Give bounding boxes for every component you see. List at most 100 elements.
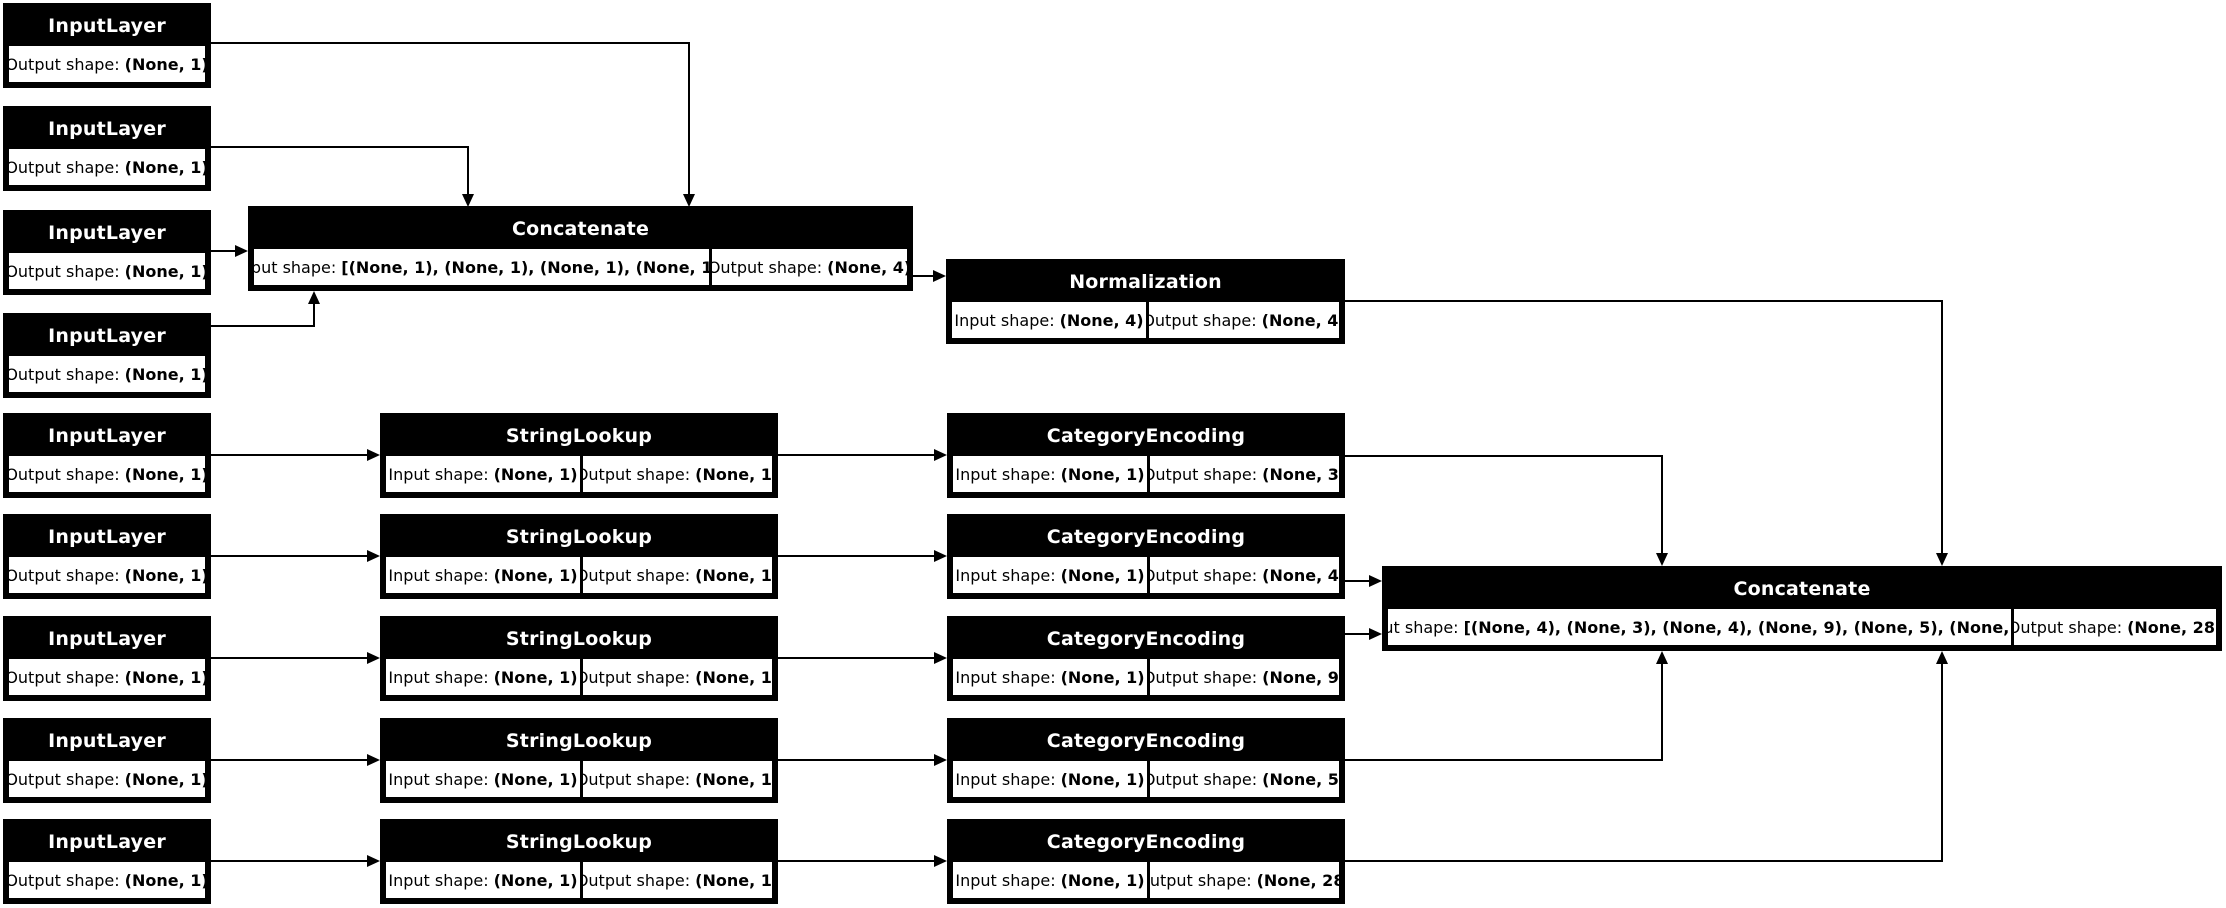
node-title: InputLayer bbox=[48, 425, 166, 447]
shape-value: (None, 1) bbox=[493, 769, 578, 789]
edge-input2-concat1 bbox=[211, 146, 469, 148]
shape-value: [(None, 4), (None, 3), (None, 4), (None,… bbox=[1463, 617, 2011, 637]
arrowhead-right-icon bbox=[933, 270, 946, 282]
node-title: StringLookup bbox=[505, 526, 653, 548]
shape-label: Input shape: bbox=[954, 310, 1055, 330]
output-shape-cell: Output shape:(None, 3) bbox=[1150, 456, 1339, 492]
output-shape-cell: Output shape:(None, 1) bbox=[9, 456, 205, 492]
output-shape-cell: Output shape:(None, 1) bbox=[9, 659, 205, 695]
output-shape-cell: Output shape:(None, 1) bbox=[583, 659, 772, 695]
node-title: InputLayer bbox=[48, 831, 166, 853]
edge-input3-concat1 bbox=[211, 250, 236, 252]
shape-value: (None, 9) bbox=[1262, 667, 1339, 687]
shape-value: (None, 1) bbox=[124, 769, 205, 789]
edge-input2-concat1 bbox=[467, 147, 469, 194]
node-title: StringLookup bbox=[505, 628, 653, 650]
input-shape-cell: Input shape:(None, 1) bbox=[953, 761, 1147, 797]
node-category-encoding-1: CategoryEncoding Input shape:(None, 1) O… bbox=[947, 413, 1345, 498]
shape-label: Input shape: bbox=[388, 565, 489, 585]
arrowhead-down-icon bbox=[1936, 553, 1948, 566]
arrowhead-up-icon bbox=[308, 291, 320, 304]
input-shape-cell: Input shape:(None, 1) bbox=[953, 862, 1147, 898]
output-shape-cell: Output shape:(None, 1) bbox=[9, 557, 205, 593]
output-shape-cell: Output shape:(None, 4) bbox=[712, 249, 907, 285]
shape-value: (None, 4) bbox=[827, 257, 907, 277]
shape-value: (None, 1) bbox=[1060, 565, 1145, 585]
edge-input1-concat1 bbox=[688, 43, 690, 194]
shape-value: (None, 1) bbox=[1060, 769, 1145, 789]
node-category-encoding-3: CategoryEncoding Input shape:(None, 1) O… bbox=[947, 616, 1345, 701]
shape-label: Input shape: bbox=[388, 667, 489, 687]
shape-value: (None, 1) bbox=[695, 870, 772, 890]
output-shape-cell: Output shape:(None, 28) bbox=[1150, 862, 1339, 898]
shape-value: (None, 1) bbox=[493, 870, 578, 890]
node-title: InputLayer bbox=[48, 628, 166, 650]
output-shape-cell: Output shape:(None, 1) bbox=[583, 862, 772, 898]
output-shape-cell: Output shape:(None, 1) bbox=[583, 557, 772, 593]
node-title: Concatenate bbox=[511, 218, 650, 240]
arrowhead-right-icon bbox=[367, 449, 380, 461]
arrowhead-right-icon bbox=[1369, 628, 1382, 640]
shape-label: Output shape: bbox=[583, 565, 691, 585]
arrowhead-down-icon bbox=[462, 194, 474, 207]
shape-label: Output shape: bbox=[1150, 870, 1252, 890]
edge-categoryencoding4-concat2 bbox=[1345, 759, 1663, 761]
output-shape-cell: Output shape:(None, 4) bbox=[1150, 557, 1339, 593]
shape-label: Output shape: bbox=[9, 157, 120, 177]
edge-categoryencoding5-concat2 bbox=[1941, 664, 1943, 861]
node-input-layer-6: InputLayer Output shape:(None, 1) bbox=[3, 514, 211, 599]
node-title: CategoryEncoding bbox=[1046, 831, 1246, 853]
shape-label: Output shape: bbox=[1150, 565, 1258, 585]
node-input-layer-2: InputLayer Output shape:(None, 1) bbox=[3, 106, 211, 191]
arrowhead-right-icon bbox=[367, 652, 380, 664]
input-shape-cell: Input shape:(None, 1) bbox=[386, 659, 580, 695]
output-shape-cell: Output shape:(None, 9) bbox=[1150, 659, 1339, 695]
shape-value: (None, 4) bbox=[1261, 310, 1339, 330]
node-title: StringLookup bbox=[505, 425, 653, 447]
shape-label: Output shape: bbox=[583, 667, 691, 687]
shape-value: (None, 1) bbox=[695, 667, 772, 687]
node-title: InputLayer bbox=[48, 526, 166, 548]
shape-value: (None, 1) bbox=[493, 565, 578, 585]
arrowhead-up-icon bbox=[1936, 651, 1948, 664]
output-shape-cell: Output shape:(None, 1) bbox=[9, 862, 205, 898]
arrowhead-right-icon bbox=[1369, 575, 1382, 587]
shape-value: (None, 1) bbox=[124, 667, 205, 687]
shape-label: Output shape: bbox=[712, 257, 823, 277]
arrowhead-right-icon bbox=[934, 550, 947, 562]
shape-label: Input shape: bbox=[955, 464, 1056, 484]
shape-value: (None, 1) bbox=[695, 769, 772, 789]
output-shape-cell: Output shape:(None, 1) bbox=[9, 149, 205, 185]
shape-value: (None, 1) bbox=[124, 870, 205, 890]
shape-value: (None, 28) bbox=[1256, 870, 1339, 890]
shape-label: Input shape: bbox=[388, 769, 489, 789]
output-shape-cell: Output shape:(None, 1) bbox=[583, 761, 772, 797]
node-title: StringLookup bbox=[505, 730, 653, 752]
shape-label: Output shape: bbox=[9, 261, 120, 281]
node-title: Normalization bbox=[1069, 271, 1222, 293]
shape-value: (None, 1) bbox=[695, 464, 772, 484]
edge-input5-stringlookup1 bbox=[211, 454, 368, 456]
shape-label: Output shape: bbox=[9, 667, 120, 687]
input-shape-cell: Input shape:(None, 1) bbox=[953, 659, 1147, 695]
input-shape-cell: Input shape:(None, 1) bbox=[953, 557, 1147, 593]
edge-categoryencoding1-concat2 bbox=[1661, 456, 1663, 553]
node-input-layer-7: InputLayer Output shape:(None, 1) bbox=[3, 616, 211, 701]
shape-label: Output shape: bbox=[583, 769, 691, 789]
shape-label: Input shape: bbox=[388, 464, 489, 484]
node-category-encoding-2: CategoryEncoding Input shape:(None, 1) O… bbox=[947, 514, 1345, 599]
node-input-layer-4: InputLayer Output shape:(None, 1) bbox=[3, 313, 211, 398]
edge-input4-concat1 bbox=[313, 304, 315, 326]
edge-input1-concat1 bbox=[211, 42, 690, 44]
input-shape-cell: Input shape:(None, 1) bbox=[386, 456, 580, 492]
shape-label: Input shape: bbox=[955, 667, 1056, 687]
node-input-layer-5: InputLayer Output shape:(None, 1) bbox=[3, 413, 211, 498]
node-category-encoding-4: CategoryEncoding Input shape:(None, 1) O… bbox=[947, 718, 1345, 803]
input-shape-cell: Input shape:(None, 1) bbox=[953, 456, 1147, 492]
shape-value: (None, 4) bbox=[1262, 565, 1339, 585]
shape-value: (None, 1) bbox=[124, 54, 205, 74]
edge-input9-stringlookup5 bbox=[211, 860, 368, 862]
node-title: InputLayer bbox=[48, 325, 166, 347]
node-title: InputLayer bbox=[48, 118, 166, 140]
node-title: CategoryEncoding bbox=[1046, 526, 1246, 548]
